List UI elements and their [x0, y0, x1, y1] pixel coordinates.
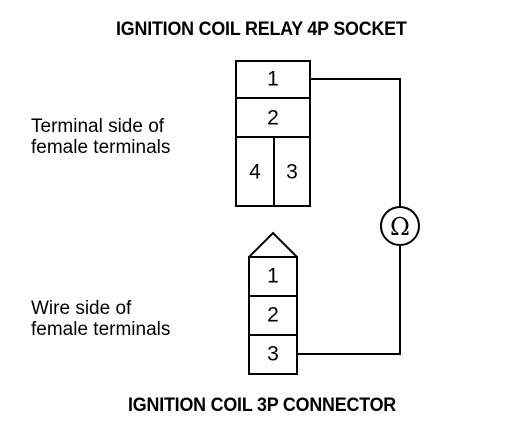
terminal-side-label: Terminal side of female terminals: [31, 116, 170, 158]
ohmmeter-icon: [380, 206, 420, 246]
terminal-side-label-line-1: Terminal side of: [31, 116, 165, 137]
wire-side-label-line-1: Wire side of: [31, 298, 132, 319]
relay-socket-body: [235, 60, 311, 207]
wire-side-label: Wire side of female terminals: [31, 298, 170, 340]
connector-terminal-1: 1: [267, 265, 279, 288]
relay-terminal-4: 4: [249, 161, 261, 184]
connector-terminal-2: 2: [267, 304, 279, 327]
terminal-side-label-line-2: female terminals: [31, 137, 171, 158]
connector-terminal-3: 3: [267, 343, 279, 366]
coil-connector-body: [248, 231, 298, 375]
relay-terminal-3: 3: [286, 161, 298, 184]
relay-terminal-1: 1: [267, 68, 279, 91]
meter-lead-top: [310, 78, 401, 207]
relay-terminal-2: 2: [267, 107, 279, 130]
connector-lock-tab: [248, 231, 298, 258]
wire-side-label-line-2: female terminals: [31, 319, 171, 340]
coil-connector-title: IGNITION COIL 3P CONNECTOR: [128, 395, 397, 416]
ohm-symbol: Ω: [390, 213, 410, 241]
relay-socket-title: IGNITION COIL RELAY 4P SOCKET: [116, 19, 407, 40]
meter-lead-bottom: [297, 245, 401, 355]
